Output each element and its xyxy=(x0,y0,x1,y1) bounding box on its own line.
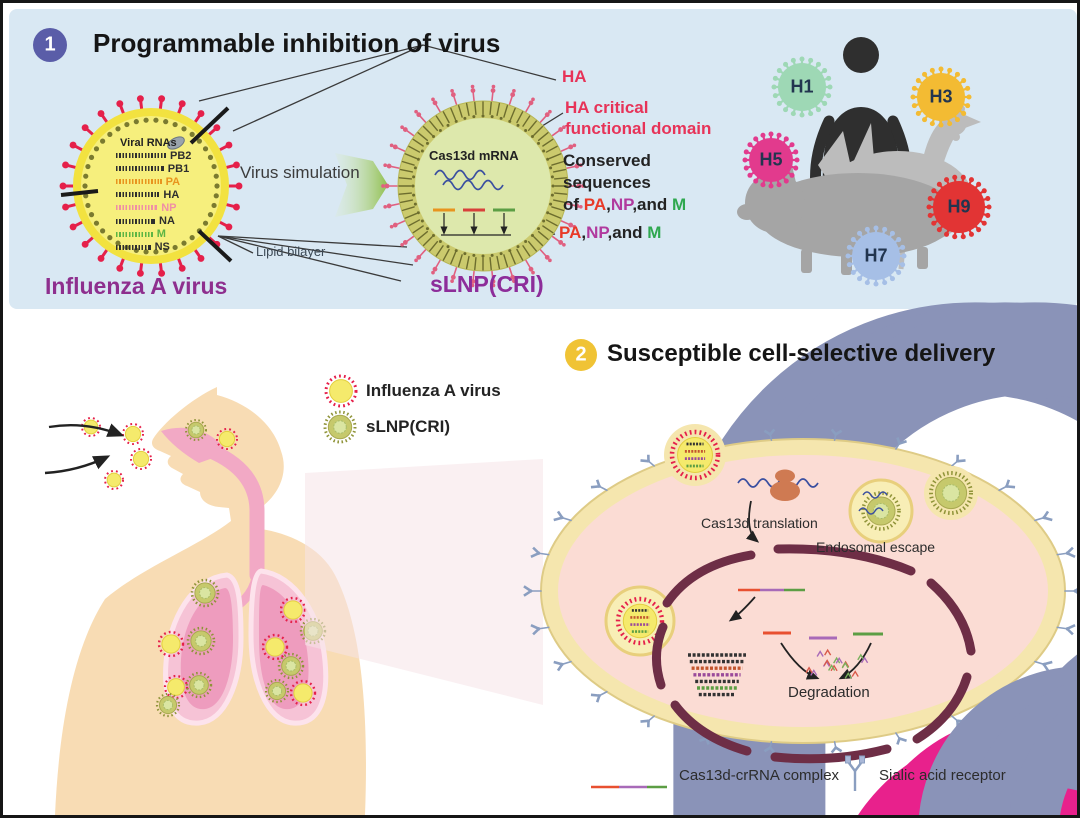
np-label: NP xyxy=(586,223,608,242)
step2-badge-icon xyxy=(565,339,597,371)
viral-rnas-label: Viral RNAs xyxy=(120,137,177,149)
cas13d-crrna-legend-label: Cas13d-crRNA complex xyxy=(679,767,840,784)
pig-silhouette xyxy=(737,161,966,275)
ribosome-icon xyxy=(770,481,800,501)
viral-rna-segment: NS xyxy=(116,241,191,254)
of-prefix: of xyxy=(563,195,584,214)
influenza-virus-icon xyxy=(324,374,358,408)
ha-label: HA xyxy=(562,67,587,86)
slnp-icon xyxy=(323,410,357,444)
subtype-badge-h3 xyxy=(910,66,972,128)
degraded-rna-fragments xyxy=(805,648,869,679)
viral-rna-segment: PB1 xyxy=(116,162,191,175)
inhalation-arrow xyxy=(48,423,125,437)
subtype-label-h3: H3 xyxy=(929,86,953,107)
step1-badge-icon xyxy=(33,28,67,62)
subtype-badge-h9 xyxy=(926,174,992,240)
segment-label: HA xyxy=(163,188,180,201)
pa-label: PA xyxy=(559,223,582,242)
segment-label: NA xyxy=(159,215,175,228)
endosomal-escape-label: Endosomal escape xyxy=(816,539,936,555)
conserved-label-line1: Conserved xyxy=(563,151,651,170)
viral-rnp-arcs xyxy=(652,544,976,764)
conserved-label-line2: sequences xyxy=(563,173,651,192)
segment-stripe-icon xyxy=(116,244,151,250)
virus-simulation-arrow xyxy=(335,153,388,217)
cas13d-mrna-icon xyxy=(434,169,486,181)
segment-label: PB1 xyxy=(167,162,190,175)
cas13d-translation-label: Cas13d translation xyxy=(701,515,818,531)
cas13d-crrna-complex-icon xyxy=(738,588,1077,815)
diagram-graphics xyxy=(9,9,1077,815)
legend-slnp-label: sLNP(CRI) xyxy=(366,417,451,436)
m-label: M xyxy=(647,223,662,242)
panel1-title: Programmable inhibition of virus xyxy=(93,28,501,58)
subtype-badge-h5 xyxy=(742,131,800,189)
segment-stripe-icon xyxy=(116,231,153,237)
segment-label: NS xyxy=(154,241,170,254)
annotation-connectors xyxy=(198,44,564,282)
human-respiratory-figure xyxy=(44,387,366,815)
slnp-caption: sLNP(CRI) xyxy=(430,271,544,297)
segment-label: PA xyxy=(165,175,181,188)
cas13d-crrna-icon xyxy=(591,785,1077,815)
sialic-acid-legend-label: Sialic acid receptor xyxy=(879,767,1006,784)
entering-influenza-icon xyxy=(669,429,721,481)
target-cell-diagram xyxy=(523,424,1077,815)
influenza-virus-diagram xyxy=(59,95,243,277)
ha-critical-label-line1: HA critical xyxy=(565,98,649,117)
segment-label: M xyxy=(156,228,166,241)
cas13d-mrna-label: Cas13d mRNA xyxy=(429,148,519,163)
segment-stripe-icon xyxy=(116,192,160,198)
host-range-cluster xyxy=(737,37,992,287)
degradation-label: Degradation xyxy=(788,684,870,701)
viral-rna-segment: PA xyxy=(116,175,191,188)
panel2-title: Susceptible cell-selective delivery xyxy=(607,340,996,367)
target-genes-line: PA,NP,and M xyxy=(559,223,662,242)
legend-influenza-label: Influenza A virus xyxy=(366,381,501,400)
segment-stripe-icon xyxy=(116,179,162,185)
segment-stripe-icon xyxy=(116,153,166,159)
viral-rna-segment: M xyxy=(116,228,191,241)
viral-rna-segment: HA xyxy=(116,188,191,201)
step1-badge: 1 xyxy=(44,33,56,56)
subtype-label-h5: H5 xyxy=(759,149,783,170)
viral-rna-stack-icon xyxy=(688,653,746,697)
conserved-targets-line: of PA,NP,and M xyxy=(563,195,687,214)
segment-stripe-icon xyxy=(116,166,164,172)
np-label: NP xyxy=(610,195,633,214)
zoom-beam xyxy=(305,459,543,705)
subtype-label-h9: H9 xyxy=(947,196,971,217)
entering-slnp-icon xyxy=(929,471,973,515)
m-label: M xyxy=(671,195,687,214)
segment-label: PB2 xyxy=(170,149,192,162)
cleaving-complexes xyxy=(763,631,1077,815)
segment-stripe-icon xyxy=(116,205,158,211)
pa-label: PA xyxy=(583,195,607,214)
subtype-badge-h7 xyxy=(845,225,907,287)
inhalation-arrow xyxy=(44,455,111,475)
subtype-label-h7: H7 xyxy=(864,245,888,266)
viral-rna-segment: NA xyxy=(116,214,191,227)
lipid-bilayer-label: Lipid bilayer xyxy=(256,244,326,259)
ha-critical-label-line2: functional domain xyxy=(565,119,712,138)
viral-rna-segment: PB2 xyxy=(116,149,191,162)
viral-rna-bundle-icon xyxy=(167,136,185,150)
segment-stripe-icon xyxy=(116,218,155,224)
sialic-acid-receptor-icon xyxy=(845,755,865,791)
virus-simulation-label: Virus simulation xyxy=(240,163,360,182)
influenza-caption: Influenza A virus xyxy=(45,273,228,299)
subtype-label-h1: H1 xyxy=(790,76,814,97)
subtype-badge-h1 xyxy=(771,56,833,118)
step2-badge: 2 xyxy=(575,343,587,366)
slnp-cri-diagram xyxy=(381,84,1077,815)
crrna-hairpins-icon xyxy=(433,208,1077,815)
segment-label: NP xyxy=(161,201,177,214)
escaping-mrna-icons xyxy=(858,491,888,515)
viral-rna-segment: NP xyxy=(116,201,191,214)
